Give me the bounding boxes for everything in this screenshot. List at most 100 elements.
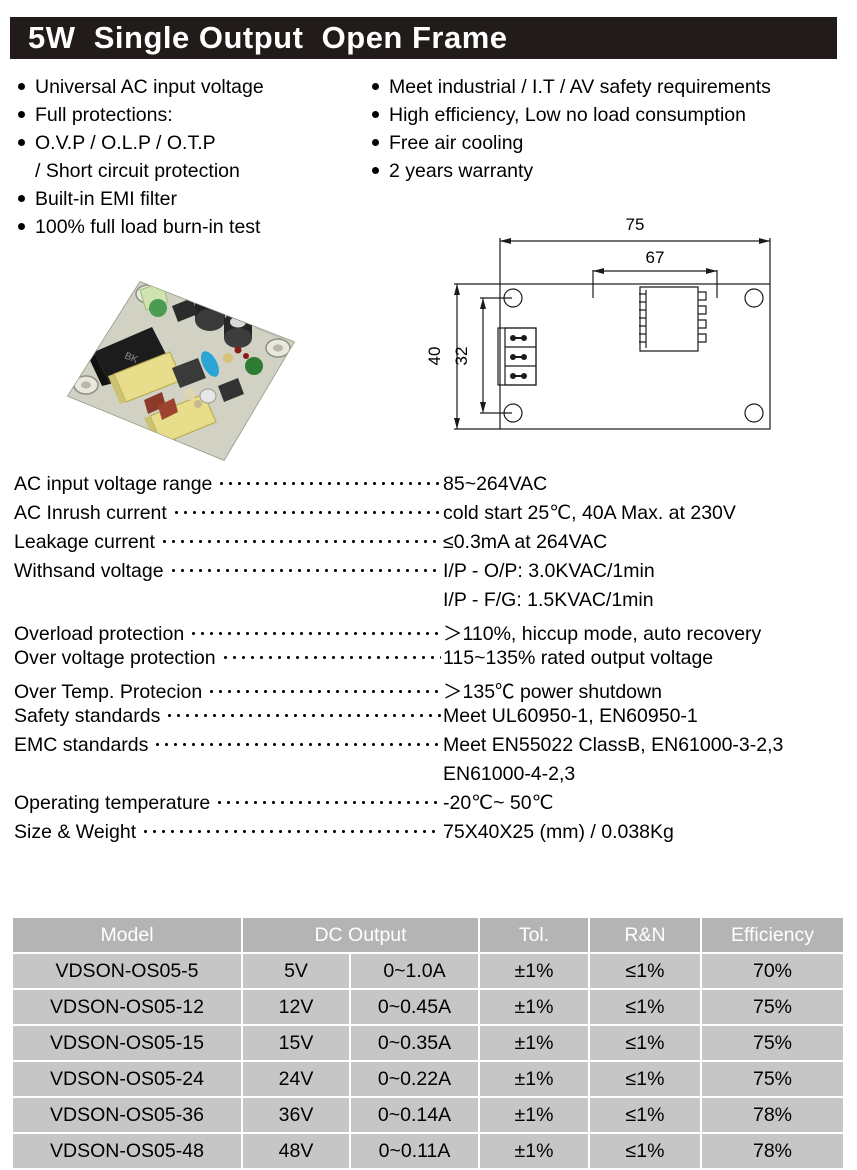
spec-value: Meet EN55022 ClassB, EN61000-3-2,3 bbox=[443, 734, 784, 756]
spec-leader-dots bbox=[174, 501, 441, 519]
svg-text:BK: BK bbox=[123, 351, 140, 366]
spec-leader-dots bbox=[162, 530, 441, 548]
bullet-icon bbox=[372, 130, 389, 157]
dimension-arrows bbox=[454, 238, 770, 429]
mounting-hole bbox=[503, 288, 523, 308]
transformer-outline bbox=[639, 286, 707, 352]
cell-voltage: 12V bbox=[243, 990, 349, 1024]
cell-tol: ±1% bbox=[480, 990, 588, 1024]
spec-row: I/P - F/G: 1.5KVAC/1min bbox=[14, 588, 857, 617]
spec-value: -20℃~ 50℃ bbox=[443, 792, 554, 814]
spec-row: Withsand voltage I/P - O/P: 3.0KVAC/1min bbox=[14, 559, 857, 588]
spec-label: AC input voltage range bbox=[14, 473, 213, 495]
cell-current: 0~0.11A bbox=[351, 1134, 478, 1168]
cell-efficiency: 75% bbox=[702, 990, 843, 1024]
feature-label: / Short circuit protection bbox=[35, 160, 240, 182]
cell-efficiency: 75% bbox=[702, 1026, 843, 1060]
cell-model: VDSON-OS05-24 bbox=[13, 1062, 241, 1096]
bullet-icon bbox=[18, 102, 35, 129]
feature-item: High efficiency, Low no load consumption bbox=[372, 102, 852, 129]
bulk-capacitor: BK bbox=[88, 327, 168, 386]
page-title: 5W Single Output Open Frame bbox=[28, 20, 508, 55]
spec-label: Operating temperature bbox=[14, 792, 211, 814]
spec-row: Leakage current≤0.3mA at 264VAC bbox=[14, 530, 857, 559]
spec-leader-dots bbox=[218, 791, 441, 809]
spec-leader-dots bbox=[168, 704, 441, 722]
spec-value: ＞110%, hiccup mode, auto recovery bbox=[443, 623, 762, 645]
spec-value: Meet UL60950-1, EN60950-1 bbox=[443, 705, 698, 727]
model-table: Model DC Output Tol. R&N Efficiency VDSO… bbox=[11, 916, 845, 1170]
column-header-model: Model bbox=[13, 918, 241, 952]
dimension-label-height-overall: 40 bbox=[425, 347, 444, 366]
feature-item: Universal AC input voltage bbox=[18, 74, 378, 101]
resistor bbox=[158, 398, 178, 420]
cell-tol: ±1% bbox=[480, 1098, 588, 1132]
cell-model: VDSON-OS05-12 bbox=[13, 990, 241, 1024]
spec-leader-dots bbox=[171, 559, 441, 577]
cell-model: VDSON-OS05-15 bbox=[13, 1026, 241, 1060]
feature-label: 2 years warranty bbox=[389, 160, 534, 182]
spec-value: I/P - F/G: 1.5KVAC/1min bbox=[443, 589, 654, 611]
electrolytic-capacitor bbox=[224, 312, 252, 348]
page-title-bar: 5W Single Output Open Frame bbox=[10, 17, 837, 59]
ic-chip bbox=[172, 358, 206, 388]
feature-item: Full protections: bbox=[18, 102, 378, 129]
cell-voltage: 36V bbox=[243, 1098, 349, 1132]
column-header-dc-output: DC Output bbox=[243, 918, 478, 952]
spec-row: Overload protection ＞110%, hiccup mode, a… bbox=[14, 617, 857, 646]
cell-tol: ±1% bbox=[480, 1134, 588, 1168]
bullet-icon bbox=[18, 130, 35, 157]
cell-current: 0~0.35A bbox=[351, 1026, 478, 1060]
bullet-icon bbox=[372, 102, 389, 129]
bullet-icon bbox=[18, 186, 35, 213]
spec-row: Over Temp. Protecion＞135℃ power shutdown bbox=[14, 675, 857, 704]
terminal-block bbox=[497, 327, 537, 386]
cell-rn: ≤1% bbox=[590, 1062, 700, 1096]
spec-label: Withsand voltage bbox=[14, 560, 164, 582]
cell-rn: ≤1% bbox=[590, 1026, 700, 1060]
spec-leader-dots bbox=[220, 472, 441, 490]
spec-label: Leakage current bbox=[14, 531, 155, 553]
dimension-label-width-holes: 67 bbox=[646, 248, 665, 267]
green-component bbox=[245, 357, 263, 375]
feature-item: Meet industrial / I.T / AV safety requir… bbox=[372, 74, 852, 101]
spec-value: I/P - O/P: 3.0KVAC/1min bbox=[443, 560, 655, 582]
feature-column-right: Meet industrial / I.T / AV safety requir… bbox=[372, 74, 852, 186]
cell-tol: ±1% bbox=[480, 1026, 588, 1060]
feature-item: 2 years warranty bbox=[372, 158, 852, 185]
spec-leader-dots bbox=[192, 622, 441, 640]
spec-value: 75X40X25 (mm) / 0.038Kg bbox=[443, 821, 674, 843]
ic-chip bbox=[172, 298, 198, 322]
spec-label: Over Temp. Protecion bbox=[14, 681, 203, 703]
feature-label: Universal AC input voltage bbox=[35, 76, 264, 98]
bullet-icon bbox=[372, 74, 389, 101]
column-header-tol: Tol. bbox=[480, 918, 588, 952]
spec-value: EN61000-4-2,3 bbox=[443, 763, 576, 785]
cell-voltage: 5V bbox=[243, 954, 349, 988]
spec-label: AC Inrush current bbox=[14, 502, 167, 524]
spec-label: Over voltage protection bbox=[14, 647, 216, 669]
electrolytic-capacitor bbox=[195, 291, 225, 331]
cell-rn: ≤1% bbox=[590, 954, 700, 988]
feature-label: Free air cooling bbox=[389, 132, 524, 154]
cell-model: VDSON-OS05-36 bbox=[13, 1098, 241, 1132]
feature-item: Free air cooling bbox=[372, 130, 852, 157]
spec-label: Overload protection bbox=[14, 623, 185, 645]
mounting-hole bbox=[744, 288, 764, 308]
mechanical-drawing: 75 67 40 32 bbox=[420, 208, 857, 463]
cell-tol: ±1% bbox=[480, 1062, 588, 1096]
resistor bbox=[144, 392, 166, 414]
board-outline bbox=[499, 283, 771, 430]
cell-tol: ±1% bbox=[480, 954, 588, 988]
cell-voltage: 15V bbox=[243, 1026, 349, 1060]
blue-capacitor bbox=[200, 351, 220, 377]
spec-leader-dots bbox=[210, 680, 441, 698]
